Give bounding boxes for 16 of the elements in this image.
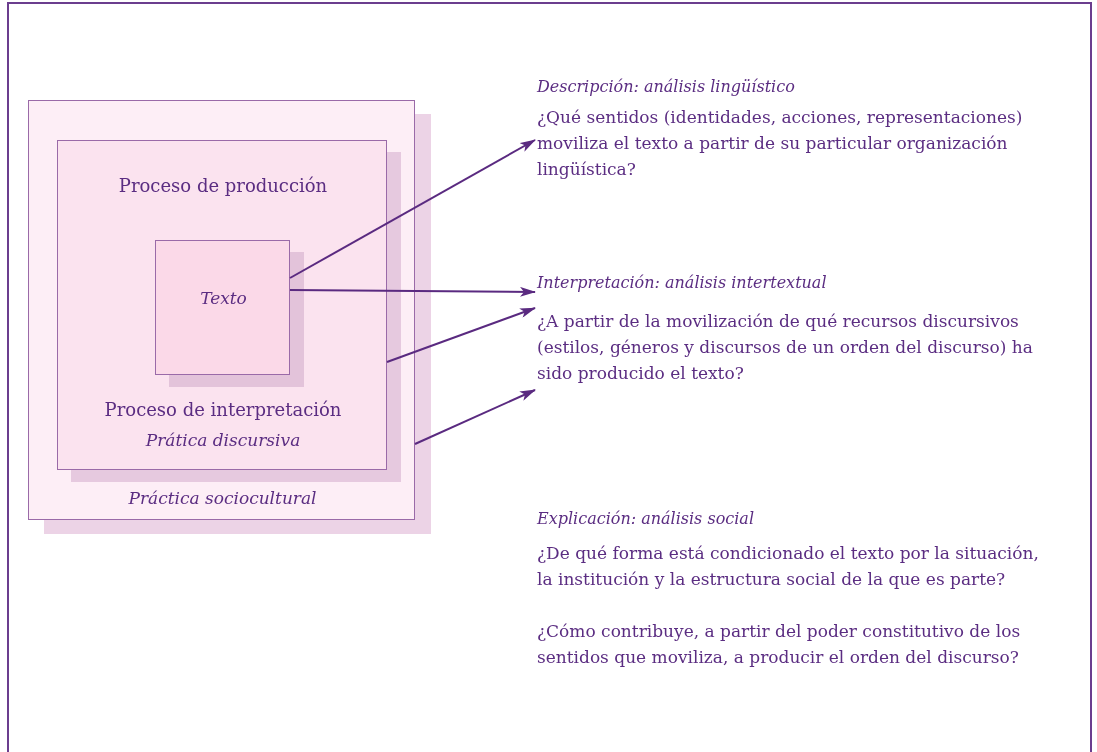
- question-text: ¿De qué forma está condicionado el texto por la situación, la institución y la estructura social de la que es parte?: [537, 542, 1040, 591]
- question-text: ¿Cómo contribuye, a partir del poder constitutivo de los sentidos que moviliza, a producir el orden del discurso?: [537, 620, 1022, 669]
- arrow: [289, 139, 536, 279]
- box-label: Proceso de interpretación: [103, 398, 343, 422]
- box-label: Texto: [199, 287, 248, 310]
- box-label: Práctica sociocultural: [127, 487, 318, 510]
- section-heading: Interpretación: análisis intertextual: [537, 272, 828, 294]
- section-heading: Explicación: análisis social: [537, 508, 755, 530]
- question-text: ¿Qué sentidos (identidades, acciones, representaciones) moviliza el texto a partir de su particular organización lingüística?: [537, 106, 1024, 181]
- arrow: [386, 307, 536, 363]
- section-heading: Descripción: análisis lingüístico: [537, 76, 796, 98]
- box-label: Prática discursiva: [144, 429, 302, 452]
- question-text: ¿A partir de la movilización de qué recursos discursivos (estilos, géneros y discursos de un orden del discurso) ha sido producido el texto?: [537, 310, 1034, 385]
- arrow: [414, 389, 536, 445]
- box-label: Proceso de producción: [117, 174, 329, 198]
- arrow: [289, 286, 536, 297]
